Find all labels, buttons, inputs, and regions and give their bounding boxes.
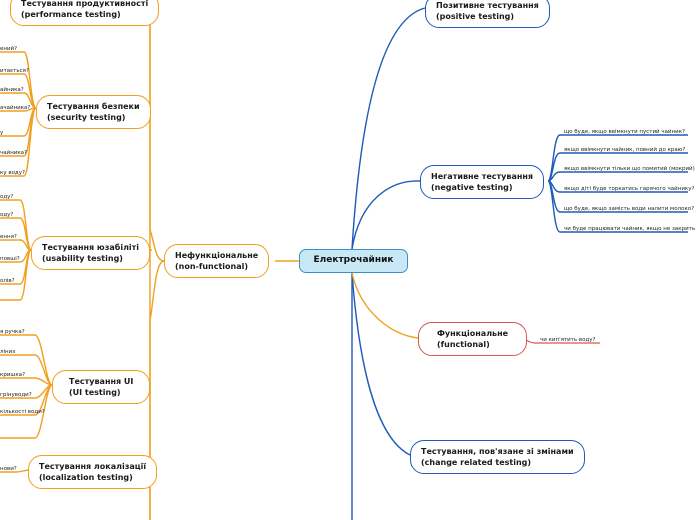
node-change-related-testing[interactable]: Тестування, пов'язане зі змінами (change… — [410, 440, 585, 474]
node-title: Тестування, пов'язане зі змінами — [421, 447, 574, 456]
node-subtitle: (non-functional) — [175, 262, 249, 271]
leaf-security-5[interactable]: у — [0, 130, 4, 136]
node-subtitle: (negative testing) — [431, 183, 513, 192]
node-title: Позитивне тестування — [436, 1, 539, 10]
leaf-security-7[interactable]: ку воду? — [0, 170, 25, 176]
leaf-usability-5[interactable]: олів? — [0, 278, 15, 284]
leaf-security-1[interactable]: ений? — [0, 46, 18, 52]
node-subtitle: (change related testing) — [421, 458, 532, 467]
leaf-negative-4[interactable]: якщо діті буде торкатись гарячого чайник… — [564, 186, 695, 192]
node-usability-testing[interactable]: Тестування юзабіліті (usability testing) — [31, 236, 151, 270]
node-title: Тестування локалізації — [39, 462, 147, 471]
leaf-security-2[interactable]: итається? — [0, 68, 29, 74]
leaf-security-3[interactable]: айника? — [0, 87, 24, 93]
leaf-usability-4[interactable]: повші? — [0, 256, 20, 262]
leaf-security-4[interactable]: ачайника? — [0, 105, 31, 111]
node-title: Тестування безпеки — [47, 102, 140, 111]
node-title: Тестування UI — [69, 377, 134, 386]
node-subtitle: (localization testing) — [39, 473, 133, 482]
leaf-negative-6[interactable]: чи буде працювати чайник, якщо не закрит… — [564, 226, 696, 232]
leaf-ui-2[interactable]: ліних — [0, 349, 16, 355]
node-positive-testing[interactable]: Позитивне тестування (positive testing) — [425, 0, 550, 28]
node-security-testing[interactable]: Тестування безпеки (security testing) — [36, 95, 151, 129]
node-subtitle: (security testing) — [47, 113, 126, 122]
leaf-usability-2[interactable]: оду? — [0, 212, 14, 218]
leaf-ui-4[interactable]: грінуводи? — [0, 392, 32, 398]
leaf-ui-5[interactable]: кількості води? — [0, 409, 45, 415]
leaf-security-6[interactable]: чайника? — [0, 150, 27, 156]
node-localization-testing[interactable]: Тестування локалізації (localization tes… — [28, 455, 158, 489]
leaf-ui-3[interactable]: кришка? — [0, 372, 26, 378]
node-title: Негативне тестування — [431, 172, 534, 181]
leaf-functional-1[interactable]: чи кип'ятить воду? — [540, 337, 596, 343]
leaf-usability-1[interactable]: оду? — [0, 194, 14, 200]
node-title: Тестування продуктивності — [21, 0, 149, 8]
node-subtitle: (usability testing) — [42, 254, 123, 263]
node-title: Тестування юзабіліті — [42, 243, 140, 252]
leaf-usability-3[interactable]: ення? — [0, 234, 17, 240]
central-topic[interactable]: Електрочайник — [299, 249, 408, 273]
node-subtitle: (UI testing) — [69, 388, 121, 397]
node-subtitle: (functional) — [437, 340, 490, 349]
node-negative-testing[interactable]: Негативне тестування (negative testing) — [420, 165, 545, 199]
leaf-negative-2[interactable]: якщо ввімкнути чайник, повний до краю? — [564, 147, 686, 153]
node-functional[interactable]: Функціональне (functional) — [418, 322, 528, 356]
node-subtitle: (positive testing) — [436, 12, 515, 21]
node-title: Функціональне — [437, 329, 509, 338]
leaf-negative-3[interactable]: якщо ввімкнути тільки що помитий (мокрий… — [564, 166, 695, 172]
leaf-negative-5[interactable]: що буде, якщо замість води налити молоко… — [564, 206, 695, 212]
node-title: Нефункціональне — [175, 251, 259, 260]
node-subtitle: (performance testing) — [21, 10, 121, 19]
node-non-functional[interactable]: Нефункціональне (non-functional) — [164, 244, 270, 278]
leaf-localization-1[interactable]: нови? — [0, 466, 17, 472]
node-performance-testing[interactable]: Тестування продуктивності (performance t… — [10, 0, 160, 26]
node-ui-testing[interactable]: Тестування UI (UI testing) — [52, 370, 151, 404]
leaf-ui-1[interactable]: я ручка? — [0, 329, 25, 335]
leaf-negative-1[interactable]: що буде, якщо ввімкнути пустий чайник? — [564, 129, 685, 135]
